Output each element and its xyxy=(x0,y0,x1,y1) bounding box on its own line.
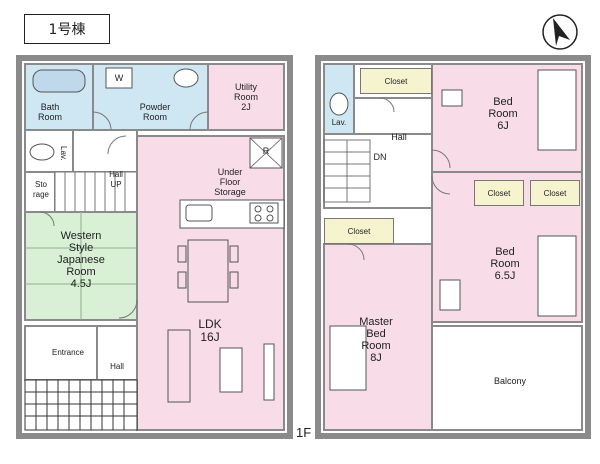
utility-room-area xyxy=(207,63,285,131)
under-floor-label: Under Floor Storage xyxy=(214,167,246,197)
powder-room-label: Powder Room xyxy=(139,102,171,122)
kitchen-sink xyxy=(185,204,213,222)
dining-table xyxy=(187,239,229,303)
door-arcs-2f xyxy=(347,97,451,261)
bed-2 xyxy=(537,235,577,317)
sofa xyxy=(167,329,191,403)
bed-room-65j-label: Bed Room 6.5J xyxy=(490,246,520,282)
powder-sink xyxy=(173,68,199,88)
hall-2f-area xyxy=(323,133,433,209)
hall-up-label: Hall UP xyxy=(109,170,123,189)
entrance-label: Entrance xyxy=(51,348,85,357)
building-title: 1号棟 xyxy=(24,14,110,44)
bath-room-label: Bath Room xyxy=(37,102,62,122)
desk-1 xyxy=(441,89,463,107)
closet-left: Closet xyxy=(324,218,394,244)
north-arrow-icon xyxy=(542,14,578,50)
lav-1f-label: Lav. xyxy=(59,146,68,161)
storage-area xyxy=(24,171,56,213)
door-arcs-1f xyxy=(39,111,209,319)
tv-stand xyxy=(263,343,275,401)
desk-2 xyxy=(439,279,461,311)
storage-label: Sto rage xyxy=(32,180,49,199)
toilet-2f xyxy=(329,92,349,116)
hall-up-area xyxy=(72,129,138,173)
bed-room-6j-label: Bed Room 6J xyxy=(488,96,518,132)
ldk-label: LDK 16J xyxy=(198,317,222,344)
washer-box xyxy=(105,67,133,89)
washer-label: W xyxy=(114,73,124,83)
western-room-label: Western Style Japanese Room 4.5J xyxy=(57,230,105,290)
utility-room-label: Utility Room 2J xyxy=(233,82,258,112)
entrance-area xyxy=(24,325,98,381)
tatami-lines xyxy=(25,212,137,320)
entrance-grid xyxy=(24,379,138,431)
closet-mid-1: Closet xyxy=(474,180,524,206)
balcony-label: Balcony xyxy=(493,376,527,386)
closet-mid-2: Closet xyxy=(530,180,580,206)
hall-2f-label: Hall xyxy=(391,132,407,142)
stove xyxy=(249,202,279,224)
bathtub xyxy=(32,69,86,93)
lav-2f-label: Lav. xyxy=(331,118,347,127)
dining-chairs xyxy=(177,245,239,289)
balcony-area xyxy=(431,325,583,431)
master-bed xyxy=(329,325,367,391)
coffee-table xyxy=(219,347,243,393)
down-label: DN xyxy=(373,152,387,162)
floor-label: 1F xyxy=(296,425,312,440)
bed-1 xyxy=(537,69,577,151)
stairs-1f xyxy=(54,171,138,213)
toilet-1f xyxy=(29,143,55,161)
closet-top: Closet xyxy=(360,68,432,94)
hall-1f-label: Hall xyxy=(110,362,124,371)
under-floor-r-label: R xyxy=(262,146,270,156)
stairs-2f xyxy=(323,139,371,203)
master-bed-label: Master Bed Room 8J xyxy=(359,316,393,364)
